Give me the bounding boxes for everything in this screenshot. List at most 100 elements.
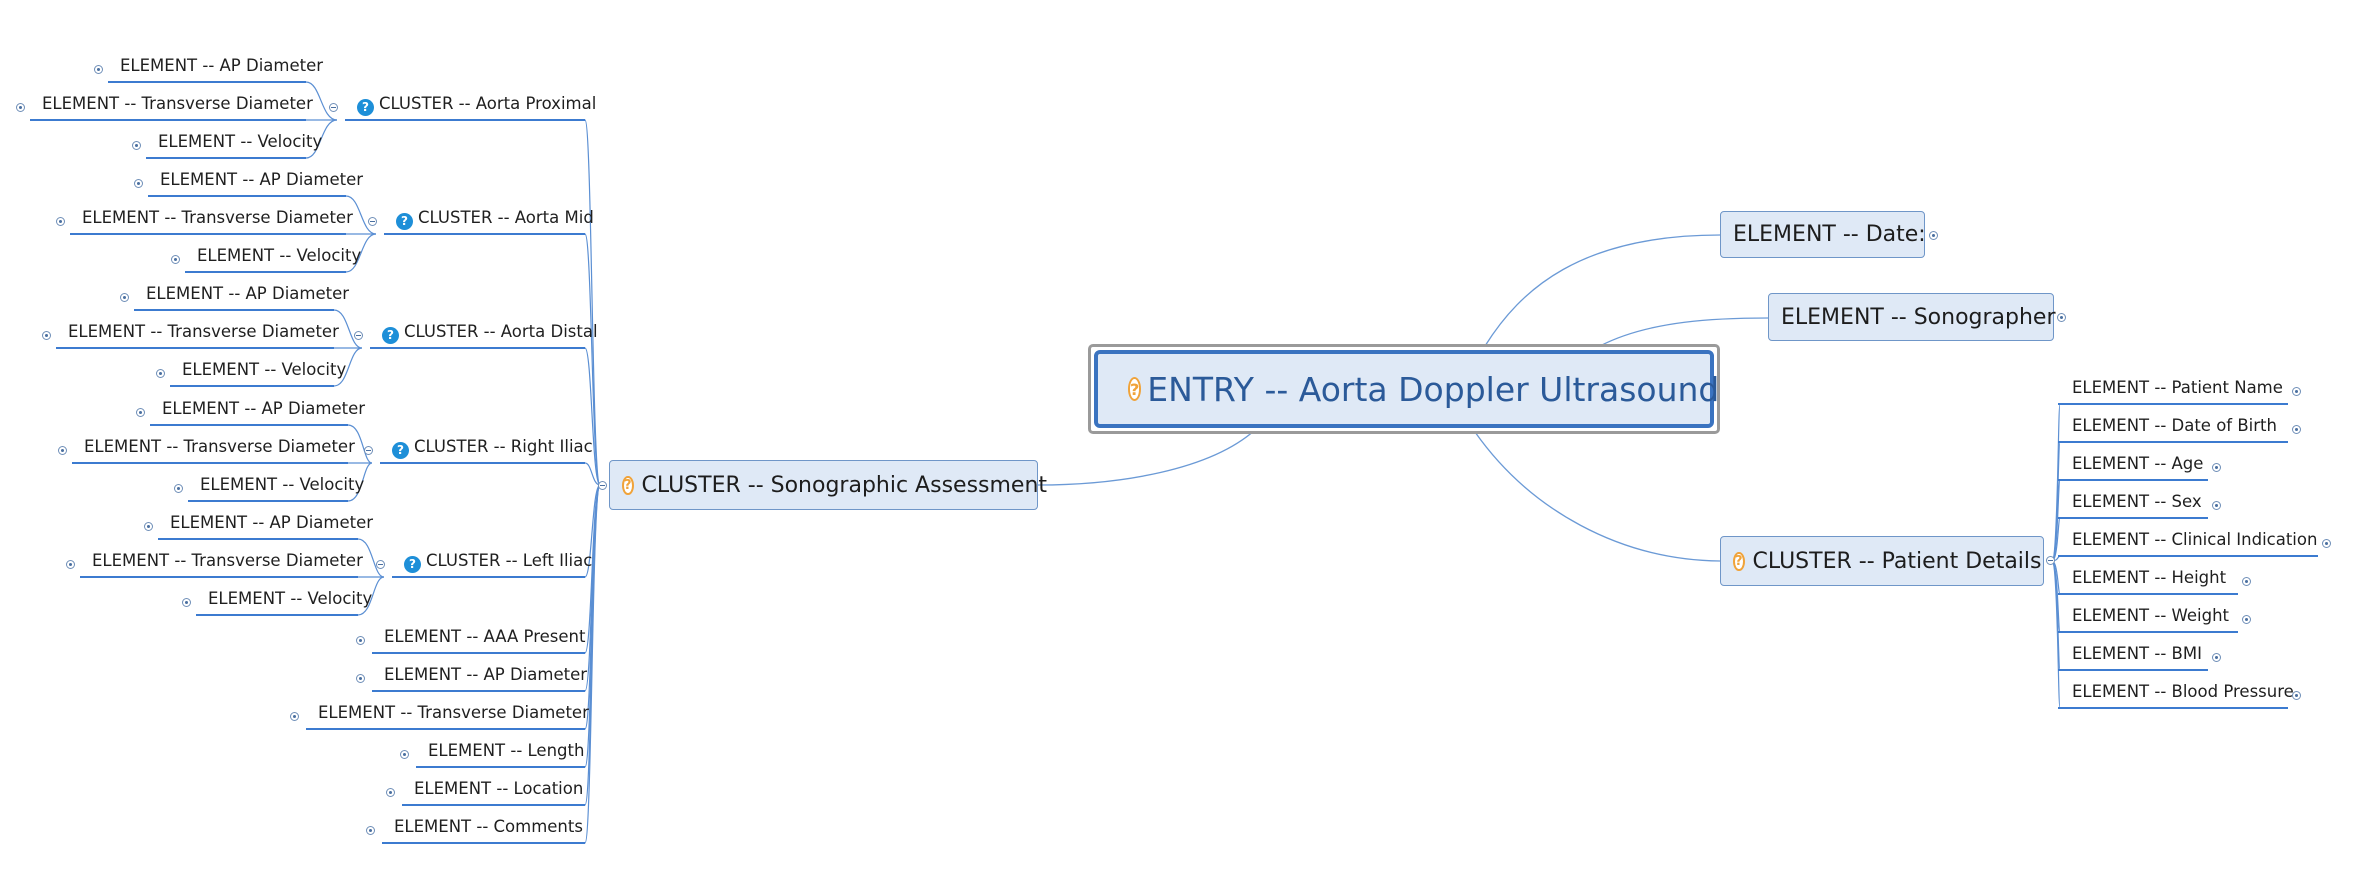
expand-icon[interactable] <box>182 598 191 607</box>
expand-icon[interactable] <box>132 141 141 150</box>
expand-icon[interactable] <box>2322 539 2331 548</box>
assessment-sub-item[interactable]: ELEMENT -- Velocity <box>170 357 346 387</box>
expand-icon[interactable] <box>120 293 129 302</box>
expand-icon[interactable] <box>2212 463 2221 472</box>
node-sonographic-assessment[interactable]: ? CLUSTER -- Sonographic Assessment <box>609 460 1047 510</box>
collapse-icon[interactable] <box>376 560 385 569</box>
expand-icon[interactable] <box>94 65 103 74</box>
expand-icon[interactable] <box>2242 615 2251 624</box>
patient-detail-item-label: ELEMENT -- Height <box>2072 568 2227 587</box>
expand-icon[interactable] <box>2212 501 2221 510</box>
node-patient-details-label: CLUSTER -- Patient Details <box>1752 548 2042 574</box>
patient-detail-item-label: ELEMENT -- Date of Birth <box>2072 416 2277 435</box>
assessment-cluster-label: CLUSTER -- Right Iliac <box>414 437 593 456</box>
connector-sub-item <box>305 81 338 121</box>
expand-icon[interactable] <box>174 484 183 493</box>
assessment-cluster[interactable]: ?CLUSTER -- Aorta Distal <box>370 319 598 349</box>
connector-root-patient <box>1474 431 1721 562</box>
expand-icon[interactable] <box>16 103 25 112</box>
expand-icon[interactable] <box>2212 653 2221 662</box>
expand-icon[interactable] <box>66 560 75 569</box>
assessment-sub-item[interactable]: ELEMENT -- Transverse Diameter <box>56 319 339 349</box>
expand-icon[interactable] <box>356 636 365 645</box>
collapse-icon[interactable] <box>2046 556 2055 565</box>
patient-detail-item[interactable]: ELEMENT -- BMI <box>2058 641 2208 671</box>
assessment-sub-item[interactable]: ELEMENT -- Velocity <box>196 586 372 616</box>
assessment-sub-item[interactable]: ELEMENT -- Velocity <box>185 243 361 273</box>
assessment-element[interactable]: ELEMENT -- Comments <box>382 814 585 844</box>
help-icon: ? <box>382 326 399 344</box>
patient-detail-item[interactable]: ELEMENT -- Weight <box>2058 603 2238 633</box>
assessment-sub-item-label: ELEMENT -- Velocity <box>182 360 347 379</box>
collapse-icon[interactable] <box>364 446 373 455</box>
patient-detail-item[interactable]: ELEMENT -- Blood Pressure <box>2058 679 2294 709</box>
node-date[interactable]: ELEMENT -- Date: <box>1720 211 1926 258</box>
expand-icon[interactable] <box>42 331 51 340</box>
patient-detail-item[interactable]: ELEMENT -- Patient Name <box>2058 375 2288 405</box>
expand-icon[interactable] <box>144 522 153 531</box>
assessment-element-label: ELEMENT -- Comments <box>394 817 583 836</box>
collapse-icon[interactable] <box>598 481 607 490</box>
patient-detail-item[interactable]: ELEMENT -- Height <box>2058 565 2238 595</box>
patient-detail-item[interactable]: ELEMENT -- Sex <box>2058 489 2208 519</box>
assessment-cluster[interactable]: ?CLUSTER -- Right Iliac <box>380 434 593 464</box>
assessment-sub-item[interactable]: ELEMENT -- AP Diameter <box>148 167 363 197</box>
assessment-element-label: ELEMENT -- AAA Present <box>384 627 586 646</box>
assessment-element[interactable]: ELEMENT -- Length <box>416 738 585 768</box>
node-sonographer-label: ELEMENT -- Sonographer <box>1781 304 2056 330</box>
assessment-cluster[interactable]: ?CLUSTER -- Aorta Mid <box>384 205 594 235</box>
collapse-icon[interactable] <box>329 103 338 112</box>
expand-icon[interactable] <box>156 369 165 378</box>
collapse-icon[interactable] <box>354 331 363 340</box>
assessment-sub-item[interactable]: ELEMENT -- Transverse Diameter <box>70 205 353 235</box>
assessment-element[interactable]: ELEMENT -- Transverse Diameter <box>306 700 589 730</box>
expand-icon[interactable] <box>134 179 143 188</box>
expand-icon[interactable] <box>356 674 365 683</box>
expand-icon[interactable] <box>56 217 65 226</box>
assessment-sub-item-label: ELEMENT -- Transverse Diameter <box>84 437 355 456</box>
expand-icon[interactable] <box>1929 231 1938 240</box>
root-node[interactable]: ? ENTRY -- Aorta Doppler Ultrasound <box>1094 350 1719 428</box>
expand-icon[interactable] <box>2242 577 2251 586</box>
assessment-element[interactable]: ELEMENT -- Location <box>402 776 585 806</box>
connector-assessment-element <box>584 484 601 844</box>
assessment-sub-item[interactable]: ELEMENT -- AP Diameter <box>134 281 349 311</box>
assessment-cluster[interactable]: ?CLUSTER -- Left Iliac <box>392 548 592 578</box>
connector-assessment-cluster <box>584 347 601 486</box>
expand-icon[interactable] <box>2292 691 2301 700</box>
assessment-sub-item-label: ELEMENT -- AP Diameter <box>120 56 324 75</box>
collapse-icon[interactable] <box>368 217 377 226</box>
patient-detail-item-label: ELEMENT -- Age <box>2072 454 2204 473</box>
assessment-sub-item[interactable]: ELEMENT -- Transverse Diameter <box>30 91 313 121</box>
assessment-sub-item[interactable]: ELEMENT -- AP Diameter <box>108 53 323 83</box>
expand-icon[interactable] <box>2057 313 2066 322</box>
expand-icon[interactable] <box>58 446 67 455</box>
expand-icon[interactable] <box>171 255 180 264</box>
assessment-element-label: ELEMENT -- AP Diameter <box>384 665 588 684</box>
assessment-sub-item[interactable]: ELEMENT -- Transverse Diameter <box>72 434 355 464</box>
expand-icon[interactable] <box>366 826 375 835</box>
assessment-sub-item[interactable]: ELEMENT -- AP Diameter <box>158 510 373 540</box>
patient-detail-item[interactable]: ELEMENT -- Age <box>2058 451 2208 481</box>
assessment-element[interactable]: ELEMENT -- AAA Present <box>372 624 585 654</box>
node-patient-details[interactable]: ? CLUSTER -- Patient Details <box>1720 536 2044 586</box>
assessment-sub-item[interactable]: ELEMENT -- Transverse Diameter <box>80 548 363 578</box>
expand-icon[interactable] <box>136 408 145 417</box>
assessment-sub-item[interactable]: ELEMENT -- Velocity <box>188 472 364 502</box>
patient-detail-item[interactable]: ELEMENT -- Date of Birth <box>2058 413 2288 443</box>
assessment-element[interactable]: ELEMENT -- AP Diameter <box>372 662 588 692</box>
expand-icon[interactable] <box>2292 387 2301 396</box>
expand-icon[interactable] <box>2292 425 2301 434</box>
connector-patient-item <box>2051 560 2061 709</box>
assessment-element-label: ELEMENT -- Location <box>414 779 584 798</box>
node-sonographer[interactable]: ELEMENT -- Sonographer <box>1768 293 2056 341</box>
expand-icon[interactable] <box>290 712 299 721</box>
assessment-sub-item-label: ELEMENT -- Velocity <box>158 132 323 151</box>
assessment-cluster[interactable]: ?CLUSTER -- Aorta Proximal <box>345 91 596 121</box>
patient-detail-item[interactable]: ELEMENT -- Clinical Indication <box>2058 527 2318 557</box>
expand-icon[interactable] <box>386 788 395 797</box>
assessment-sub-item[interactable]: ELEMENT -- AP Diameter <box>150 396 365 426</box>
assessment-sub-item[interactable]: ELEMENT -- Velocity <box>146 129 322 159</box>
expand-icon[interactable] <box>400 750 409 759</box>
